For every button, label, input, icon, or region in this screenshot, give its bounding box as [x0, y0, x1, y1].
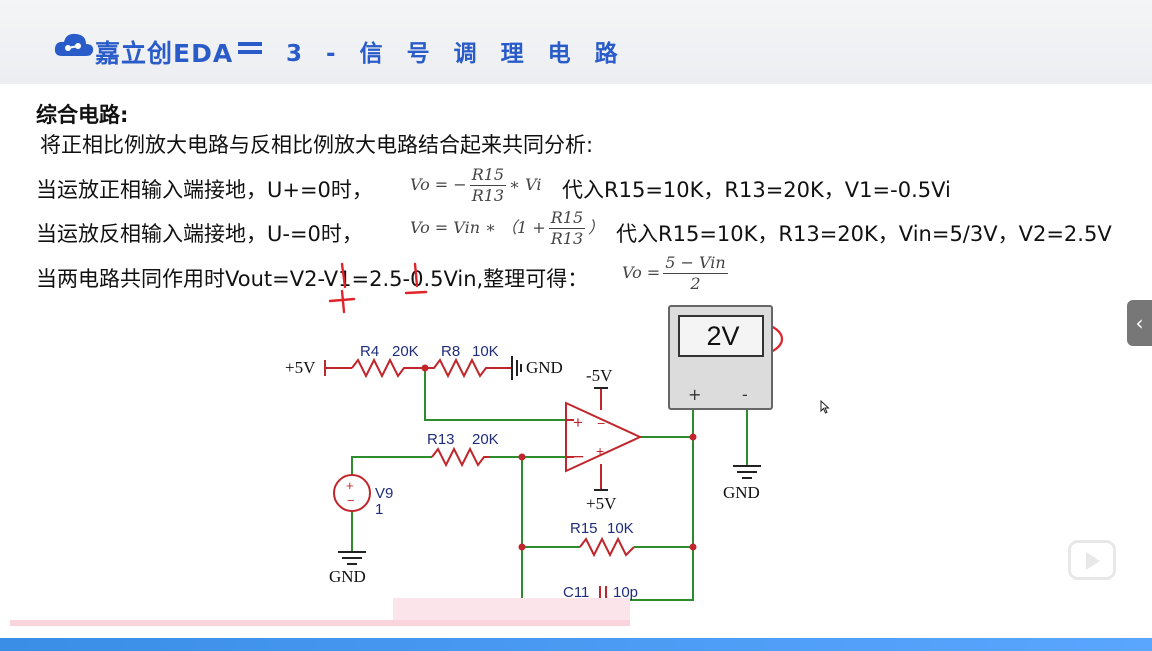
line1-formula-rhs: ∗ Vi [509, 175, 542, 194]
r4-label: R4 [360, 343, 380, 360]
intro-text: 将正相比例放大电路与反相比例放大电路结合起来共同分析: [40, 133, 594, 157]
r8-label: R8 [441, 343, 461, 360]
annotation-minus-mark [404, 290, 428, 295]
c11-value: 10p [613, 584, 639, 601]
source-minus-sign: − [347, 493, 355, 508]
line1-text: 当运放正相输入端接地，U+=0时， [36, 178, 373, 202]
c11-label: C11 [563, 584, 590, 601]
wire-feedback-cap [521, 437, 694, 601]
line3-formula-lhs: Vo = [622, 263, 661, 282]
opamp-neg-supply-label: -5V [586, 366, 613, 385]
r13-label: R13 [427, 431, 455, 448]
annotation-stroke [413, 262, 419, 288]
source-label: V9 [375, 485, 394, 502]
line1-substitution: 代入R15=10K，R13=20K，V1=-0.5Vi [562, 178, 951, 202]
gnd-meter-label: GND [723, 483, 760, 502]
r15-label: R15 [570, 520, 598, 537]
opamp-inputs [566, 419, 574, 458]
opamp-vminus-sign: − [597, 415, 605, 431]
line2-fraction-num: R15 [548, 208, 586, 229]
line2-formula-rhs: ） [588, 218, 605, 237]
wire-noninverting [424, 368, 566, 421]
annotation-plus-mark [328, 289, 356, 314]
header-banner: 嘉立创EDA 3 - 信 号 调 理 电 路 [0, 0, 1152, 84]
line1-formula-lhs: Vo = − [410, 175, 467, 194]
voltmeter-minus-label: - [742, 385, 748, 404]
opamp-plus-sign: + [573, 413, 583, 432]
opamp-pos-supply-label: +5V [586, 494, 617, 513]
ground-icon [511, 356, 522, 380]
opamp-vplus-sign: + [596, 443, 604, 459]
play-video-icon[interactable] [1068, 540, 1116, 580]
cloud-logo-icon [54, 33, 94, 56]
r4-value: 20K [392, 343, 419, 360]
gnd-source-label: GND [329, 567, 366, 586]
voltmeter-display: 2V [678, 315, 764, 357]
line2-formula-lhs: Vo = Vin ∗ （1 + [410, 218, 546, 237]
annotation-stroke [340, 262, 347, 289]
line3-fraction-num: 5 − Vin [663, 253, 728, 274]
line1-fraction-num: R15 [469, 165, 507, 186]
line2-substitution: 代入R15=10K，R13=20K，Vin=5/3V，V2=2.5V [616, 222, 1112, 246]
voltmeter-reading: 2V [706, 321, 740, 351]
line3-fraction-den: 2 [690, 274, 701, 293]
voltage-source-icon [333, 474, 371, 512]
r15-value: 10K [607, 520, 634, 537]
line2-text: 当运放反相输入端接地，U-=0时， [36, 222, 363, 246]
side-panel-toggle[interactable]: ‹ [1127, 300, 1152, 346]
opamp-minus-sign: − [573, 447, 584, 468]
ground-icon [338, 465, 761, 565]
line3-text: 当两电路共同作用时Vout=V2-V1=2.5-0.5Vin,整理可得： [36, 267, 589, 291]
gnd-top-label: GND [526, 358, 563, 377]
section-heading: 综合电路: [36, 103, 129, 127]
supply-positive-label: +5V [285, 358, 316, 377]
line2-fraction-den: R13 [550, 229, 584, 248]
voltmeter-plus-label: + [688, 385, 702, 404]
supply-bar-icon [594, 387, 608, 491]
player-progress-bar[interactable] [0, 638, 1152, 651]
voltmeter: 2V + - [668, 305, 773, 410]
highlight-strip [10, 620, 630, 626]
chevron-left-icon: ‹ [1135, 311, 1144, 335]
supply-terminal [324, 360, 352, 376]
r8-value: 10K [472, 343, 499, 360]
opamp-icon [565, 401, 643, 473]
resistor-r15-icon [579, 536, 635, 558]
lesson-title: 3 - 信 号 调 理 电 路 [286, 41, 626, 67]
wire-source [351, 456, 432, 475]
highlight-block [393, 598, 630, 624]
resistor-r4-icon [351, 357, 425, 379]
logo-divider-icon [238, 42, 262, 58]
junction-dots [421, 364, 697, 551]
r13-value: 20K [472, 431, 499, 448]
resistor-r8-icon [425, 357, 512, 379]
source-value: 1 [375, 501, 384, 518]
mouse-cursor-icon [820, 400, 830, 414]
brand-logo-text: 嘉立创EDA [95, 39, 234, 68]
source-plus-sign: + [346, 478, 354, 493]
resistor-r13-icon [431, 446, 490, 468]
line1-fraction-den: R13 [471, 186, 505, 205]
